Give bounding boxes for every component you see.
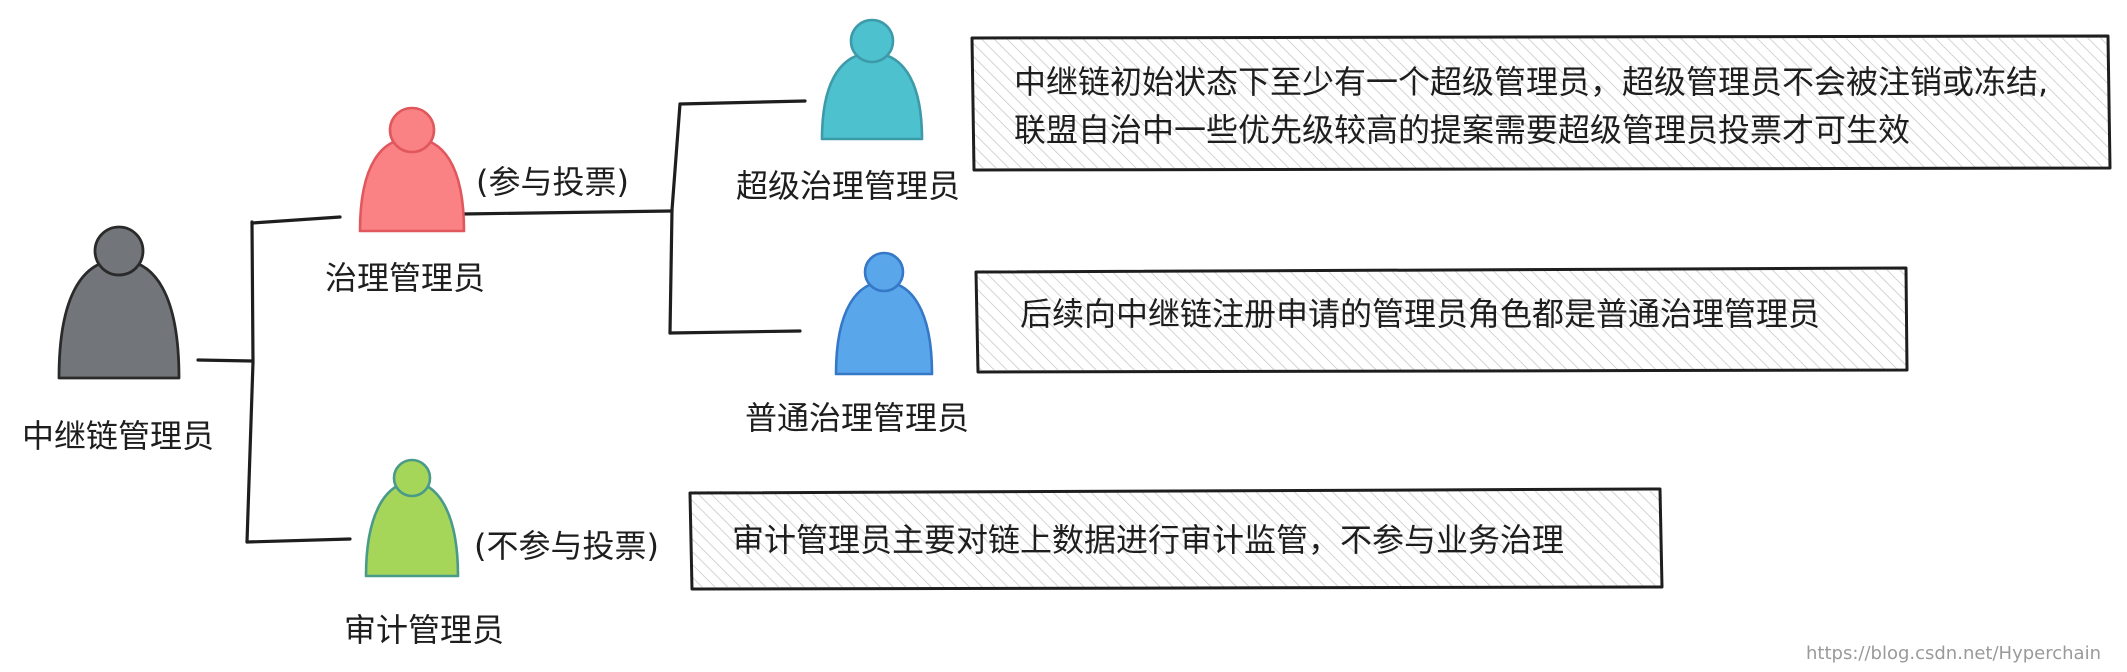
connector-root-stem — [196, 358, 254, 363]
connector-root-trunk — [245, 220, 255, 544]
connector-to-governance — [250, 215, 342, 225]
connector-to-super — [678, 99, 807, 106]
person-icon-chain-admin — [57, 225, 181, 380]
connector-lines — [196, 99, 807, 544]
person-head — [849, 18, 895, 64]
edge-label-vote: (参与投票) — [476, 163, 629, 201]
person-icon-normal-admin — [834, 251, 934, 376]
label-governance-admin: 治理管理员 — [325, 259, 486, 297]
label-chain-admin: 中继链管理员 — [22, 417, 215, 455]
person-body — [834, 280, 934, 376]
connector-to-normal — [668, 329, 802, 335]
person-icon-audit-admin — [364, 458, 460, 578]
label-super-admin: 超级治理管理员 — [736, 167, 961, 205]
note-box-audit — [688, 487, 1664, 591]
note-text-super-line1: 中继链初始状态下至少有一个超级管理员，超级管理员不会被注销或冻结, — [1014, 63, 2049, 101]
watermark-text: https://blog.csdn.net/Hyperchain — [1806, 643, 2101, 664]
note-box-super — [970, 34, 2112, 172]
connector-to-audit — [245, 537, 352, 544]
note-box-normal — [974, 266, 1909, 374]
person-icon-super-admin — [820, 18, 924, 141]
person-head — [388, 106, 436, 154]
note-text-normal: 后续向中继链注册申请的管理员角色都是普通治理管理员 — [1020, 295, 1821, 333]
person-head — [392, 458, 432, 498]
person-body — [820, 51, 924, 141]
note-text-audit: 审计管理员主要对链上数据进行审计监管，不参与业务治理 — [732, 521, 1565, 559]
connector-governance-stem — [460, 209, 674, 216]
person-icon-governance-admin — [358, 106, 466, 233]
person-head — [863, 251, 905, 293]
label-normal-admin: 普通治理管理员 — [745, 399, 970, 437]
person-body — [57, 258, 181, 380]
connector-governance-trunk — [668, 102, 682, 335]
label-audit-admin: 审计管理员 — [344, 611, 505, 649]
note-text-super-line2: 联盟自治中一些优先级较高的提案需要超级管理员投票才可生效 — [1014, 111, 1911, 149]
person-head — [93, 225, 145, 277]
edge-label-no-vote: (不参与投票) — [474, 527, 659, 565]
